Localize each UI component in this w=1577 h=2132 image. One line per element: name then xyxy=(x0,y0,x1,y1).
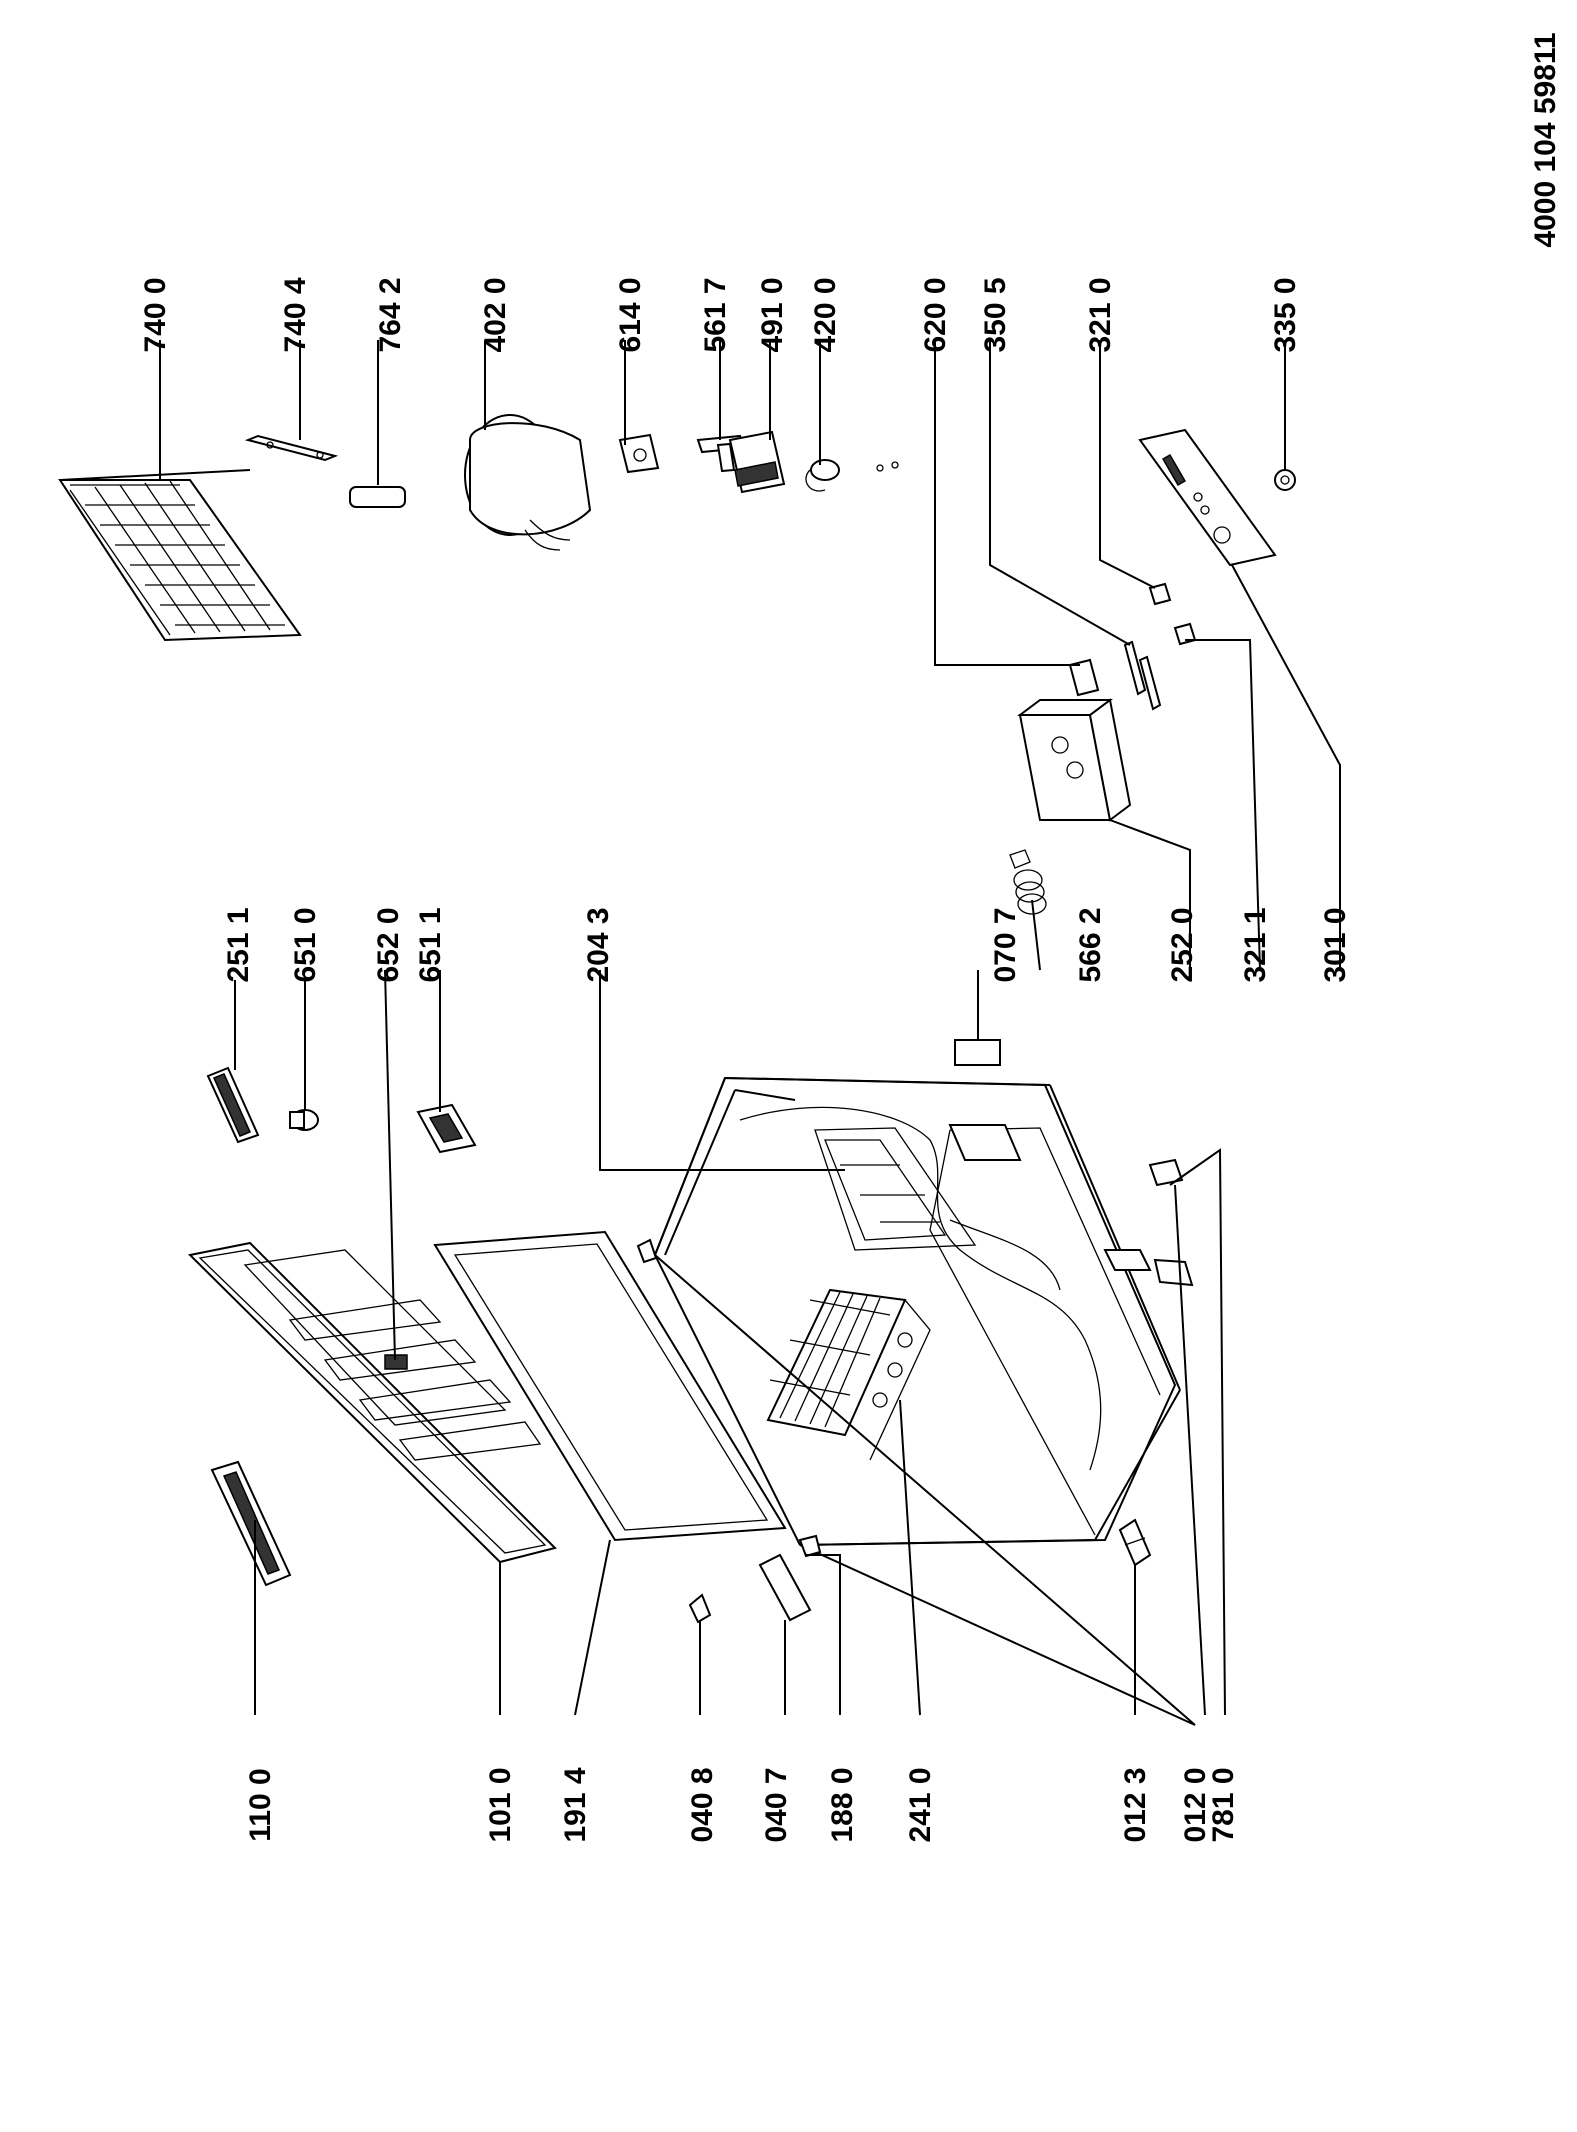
label-350-5: 350 5 xyxy=(979,277,1012,352)
label-740-4: 740 4 xyxy=(279,277,312,352)
label-301-0: 301 0 xyxy=(1319,907,1352,982)
part-lid xyxy=(187,1241,557,1564)
part-hinge xyxy=(758,1553,812,1622)
part-control-panel xyxy=(1138,428,1277,567)
part-capacitor-box xyxy=(728,430,786,494)
part-indicator-lamps xyxy=(1123,640,1162,711)
label-321-0: 321 0 xyxy=(1084,277,1117,352)
label-614-0: 614 0 xyxy=(614,277,647,352)
part-wire-basket xyxy=(766,1288,931,1461)
label-204-3: 204 3 xyxy=(582,907,615,982)
part-lamp-holder xyxy=(416,1103,477,1154)
document-code: 4000 104 59811 xyxy=(1529,32,1562,247)
label-241-0: 241 0 xyxy=(904,1767,937,1842)
label-251-1: 251 1 xyxy=(222,907,255,982)
part-knob xyxy=(1274,469,1296,491)
part-cabinet xyxy=(636,1039,1196,1726)
part-castor xyxy=(1148,1158,1184,1187)
part-compressor xyxy=(464,414,592,551)
leader-lines xyxy=(159,340,1341,1716)
label-252-0: 252 0 xyxy=(1166,907,1199,982)
label-566-2: 566 2 xyxy=(1074,907,1107,982)
label-110-0: 110 0 xyxy=(244,1768,277,1841)
part-filter-drier xyxy=(349,486,406,508)
label-191-4: 191 4 xyxy=(559,1767,592,1842)
label-321-1: 321 1 xyxy=(1239,907,1272,982)
part-lamp-cover xyxy=(206,1066,260,1144)
label-188-0: 188 0 xyxy=(826,1767,859,1842)
part-capacitor xyxy=(805,459,899,492)
label-764-2: 764 2 xyxy=(374,277,407,352)
part-lamp-lens-a xyxy=(1148,582,1172,606)
part-control-box xyxy=(1017,698,1132,822)
label-561-7: 561 7 xyxy=(699,277,732,352)
label-620-0: 620 0 xyxy=(919,277,952,352)
part-switch xyxy=(1068,658,1100,697)
part-spring xyxy=(1009,849,1047,915)
label-651-0: 651 0 xyxy=(289,907,322,982)
part-foot-bracket xyxy=(1118,1518,1152,1567)
label-652-0: 652 0 xyxy=(372,907,405,982)
label-491-0: 491 0 xyxy=(756,277,789,352)
part-relay xyxy=(618,433,660,474)
part-lid-gasket xyxy=(433,1230,787,1542)
label-070-7: 070 7 xyxy=(989,907,1022,982)
label-335-0: 335 0 xyxy=(1269,277,1302,352)
label-402-0: 402 0 xyxy=(479,277,512,352)
part-lid-handle xyxy=(210,1460,292,1587)
part-condenser-bracket xyxy=(244,434,339,462)
part-lamp-bulb xyxy=(289,1109,319,1131)
label-420-0: 420 0 xyxy=(809,277,842,352)
label-101-0: 101 0 xyxy=(484,1767,517,1842)
label-012-0: 012 0 xyxy=(1179,1767,1212,1842)
label-740-0: 740 0 xyxy=(139,277,172,352)
part-vent-grille xyxy=(954,1039,1001,1066)
part-labels: 110 0 101 0 191 4 040 8 040 7 188 0 241 … xyxy=(139,32,1562,1842)
label-040-8: 040 8 xyxy=(686,1767,719,1842)
label-781-0: 781 0 xyxy=(1207,1767,1240,1842)
part-condenser xyxy=(58,469,302,642)
part-hinge-clip xyxy=(688,1593,712,1624)
label-040-7: 040 7 xyxy=(760,1767,793,1842)
label-651-1: 651 1 xyxy=(414,907,447,982)
label-012-3: 012 3 xyxy=(1119,1767,1152,1842)
